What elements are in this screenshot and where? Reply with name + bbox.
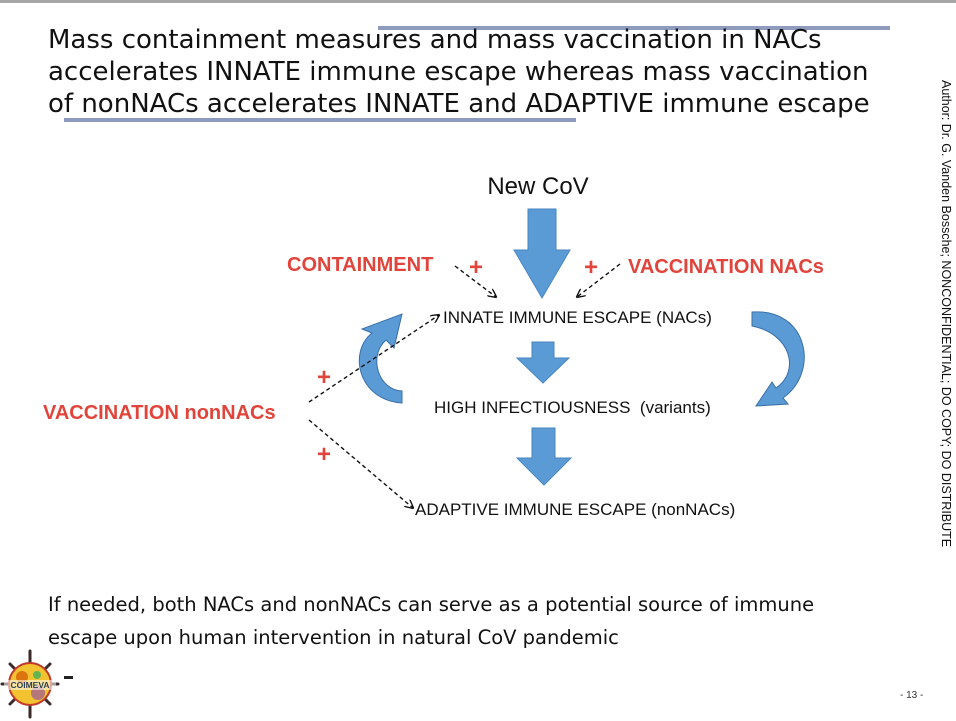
vaccination-nacs-label: VACCINATION NACs bbox=[628, 256, 824, 278]
title-decoration-bottom bbox=[64, 118, 576, 122]
big-down-arrow bbox=[513, 208, 571, 299]
nonnacs-to-adaptive-dashed-arrow bbox=[308, 419, 413, 508]
nonnacs-to-innate-dashed-arrow bbox=[308, 315, 439, 403]
vaccination-nonnacs-label: VACCINATION nonNACs bbox=[43, 402, 276, 424]
page-number: - 13 - bbox=[900, 690, 924, 701]
slide-title: Mass containment measures and mass vacci… bbox=[48, 24, 918, 120]
footer-line: escape upon human intervention in natura… bbox=[48, 626, 619, 649]
top-rule bbox=[0, 0, 956, 3]
footer-note: If needed, both NACs and nonNACs can ser… bbox=[48, 588, 928, 654]
plus-sign: + bbox=[317, 364, 331, 391]
curved-arrow-right bbox=[751, 311, 805, 407]
title-line: of nonNACs accelerates INNATE and ADAPTI… bbox=[48, 89, 870, 119]
author-note: Author: Dr. G. Vanden Bossche; NONCONFID… bbox=[939, 80, 953, 548]
high-infectiousness-label: HIGH INFECTIOUSNESS (variants) bbox=[434, 398, 711, 417]
adaptive-escape-label: ADAPTIVE IMMUNE ESCAPE (nonNACs) bbox=[415, 500, 735, 519]
new-cov-label: New CoV bbox=[487, 173, 588, 200]
title-line: Mass containment measures and mass vacci… bbox=[48, 25, 822, 55]
mid-down-arrow-1 bbox=[515, 341, 571, 384]
containment-dashed-arrow bbox=[454, 265, 496, 297]
title-decoration-top bbox=[378, 26, 890, 30]
vaccination-nacs-dashed-arrow bbox=[577, 263, 621, 297]
containment-label: CONTAINMENT bbox=[287, 254, 433, 276]
coimeva-logo: COIMEVA bbox=[0, 649, 60, 719]
curved-arrow-left bbox=[358, 313, 403, 404]
plus-sign: + bbox=[584, 254, 598, 281]
innate-escape-label: INNATE IMMUNE ESCAPE (NACs) bbox=[443, 308, 712, 327]
footer-line: If needed, both NACs and nonNACs can ser… bbox=[48, 593, 815, 616]
logo-text: COIMEVA bbox=[10, 680, 49, 690]
plus-sign: + bbox=[317, 441, 331, 468]
title-line: accelerates INNATE immune escape whereas… bbox=[48, 57, 869, 87]
mid-down-arrow-2 bbox=[515, 427, 573, 486]
plus-sign: + bbox=[469, 254, 483, 281]
logo-dash bbox=[64, 676, 73, 679]
